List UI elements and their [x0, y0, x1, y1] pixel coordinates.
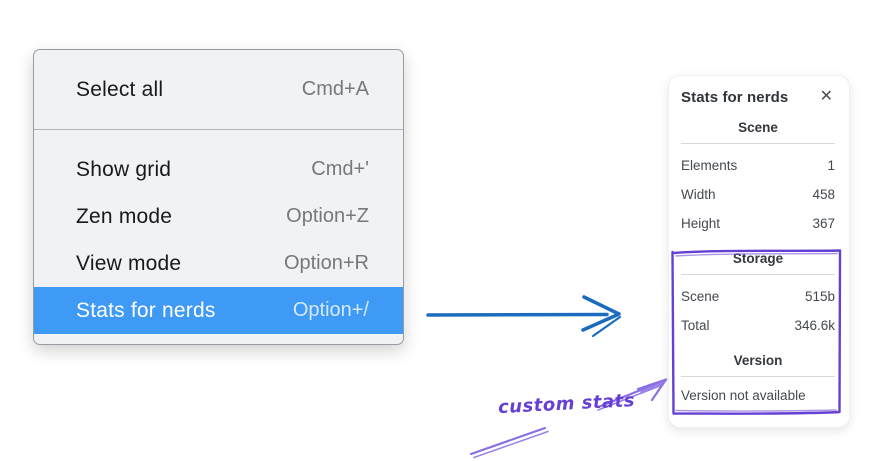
section-heading-version: Version	[733, 353, 783, 368]
storage-section: Storage Scene 515b Total 346.6k	[681, 251, 835, 340]
stat-row-height: Height 367	[681, 209, 835, 238]
menu-item-show-grid[interactable]: Show grid Cmd+'	[34, 146, 403, 193]
section-heading-storage: Storage	[732, 251, 784, 266]
menu-item-shortcut: Option+Z	[286, 205, 369, 227]
close-icon[interactable]: ✕	[819, 88, 833, 105]
menu-item-label: View mode	[76, 251, 182, 275]
menu-item-select-all[interactable]: Select all Cmd+A	[34, 66, 403, 113]
menu-item-shortcut: Option+R	[283, 252, 369, 274]
stat-row-elements: Elements 1	[681, 151, 835, 180]
section-divider	[681, 143, 835, 144]
stat-row-width: Width 458	[681, 180, 835, 209]
menu-item-label: Select all	[76, 77, 164, 101]
section-heading-scene: Scene	[738, 120, 778, 135]
stat-value: 1	[827, 158, 835, 173]
menu-item-label: Show grid	[76, 157, 172, 181]
menu-item-stats-for-nerds[interactable]: Stats for nerds Option+/	[34, 287, 403, 334]
menu-item-zen-mode[interactable]: Zen mode Option+Z	[34, 193, 403, 240]
stat-value: 458	[812, 187, 835, 202]
menu-item-shortcut: Option+/	[292, 299, 369, 321]
stat-label: Elements	[681, 158, 738, 173]
scene-section: Scene Elements 1 Width 458 Height 367	[681, 120, 835, 238]
stat-row-scene-size: Scene 515b	[681, 282, 835, 311]
blue-arrow	[426, 295, 622, 338]
menu-divider	[34, 129, 403, 130]
context-menu: Select all Cmd+A Show grid Cmd+' Zen mod…	[33, 49, 404, 345]
stat-value: 346.6k	[794, 318, 835, 333]
section-divider	[681, 376, 835, 377]
stat-label: Height	[681, 216, 721, 231]
stat-label: Width	[681, 187, 716, 202]
version-note: Version not available	[681, 388, 806, 403]
menu-item-shortcut: Cmd+A	[301, 78, 369, 100]
stat-row-total-size: Total 346.6k	[681, 311, 835, 340]
menu-item-view-mode[interactable]: View mode Option+R	[34, 240, 403, 287]
panel-title: Stats for nerds	[681, 88, 789, 106]
stat-value: 367	[812, 216, 835, 231]
stats-for-nerds-panel: Stats for nerds ✕ Scene Elements 1 Width…	[668, 75, 850, 428]
stat-value: 515b	[804, 289, 835, 304]
panel-header: Stats for nerds ✕	[681, 87, 835, 107]
version-section: Version Version not available	[681, 353, 835, 410]
menu-item-shortcut: Cmd+'	[311, 158, 369, 180]
section-divider	[681, 274, 835, 275]
stat-label: Scene	[681, 289, 720, 304]
annotation-label: custom stats	[497, 390, 636, 419]
stat-label: Total	[681, 318, 710, 333]
menu-item-label: Zen mode	[76, 204, 173, 228]
menu-item-label: Stats for nerds	[76, 298, 216, 322]
